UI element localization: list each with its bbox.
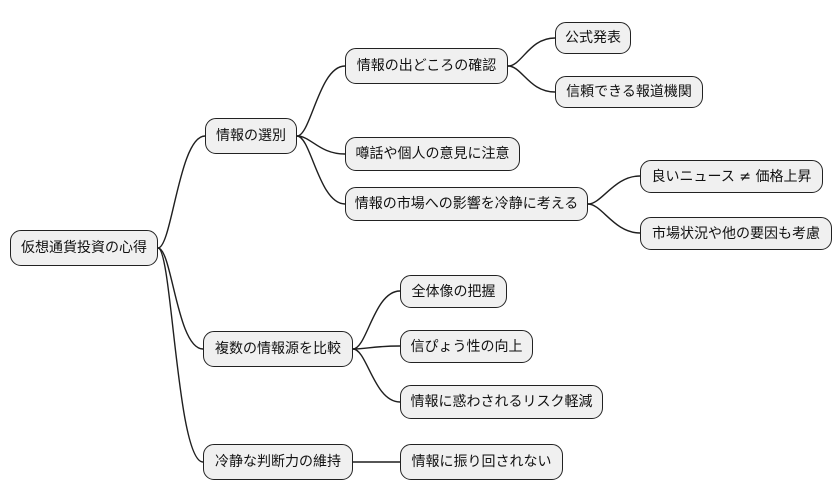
edge-info-selection-to-source-check bbox=[296, 65, 346, 137]
edge-compare-to-big-picture bbox=[352, 290, 401, 350]
edge-root-to-calm-judgment bbox=[157, 247, 204, 463]
node-market-impact: 情報の市場への影響を冷静に考える bbox=[345, 187, 588, 221]
node-credibility-up: 信ぴょう性の向上 bbox=[400, 330, 533, 363]
edge-market-impact-to-other-factors bbox=[587, 203, 641, 234]
node-other-factors: 市場状況や他の要因も考慮 bbox=[640, 217, 832, 250]
node-calm-judgment: 冷静な判断力の維持 bbox=[203, 444, 353, 480]
node-root: 仮想通貨投資の心得 bbox=[10, 230, 158, 266]
node-big-picture: 全体像の把握 bbox=[400, 275, 507, 308]
node-risk-reduction: 情報に惑わされるリスク軽減 bbox=[400, 385, 603, 419]
edge-info-selection-to-rumor-caution bbox=[296, 135, 346, 155]
node-good-news-not-price-rise: 良いニュース ≠ 価格上昇 bbox=[640, 160, 823, 193]
node-source-check: 情報の出どころの確認 bbox=[345, 48, 508, 84]
node-rumor-caution: 噂話や個人の意見に注意 bbox=[345, 137, 520, 171]
edge-info-selection-to-market-impact bbox=[296, 135, 346, 205]
edge-root-to-info-selection bbox=[157, 135, 206, 249]
edge-root-to-compare-sources bbox=[157, 247, 204, 350]
edge-market-impact-to-good-news bbox=[587, 175, 641, 205]
edge-compare-to-credibility bbox=[352, 345, 401, 350]
edge-source-check-to-trusted-media bbox=[507, 65, 556, 93]
node-compare-sources: 複数の情報源を比較 bbox=[203, 331, 353, 367]
node-official-announcement: 公式発表 bbox=[555, 22, 631, 54]
edge-compare-to-risk-reduction bbox=[352, 348, 401, 403]
node-trusted-media: 信頼できる報道機関 bbox=[555, 76, 703, 108]
node-not-swayed: 情報に振り回されない bbox=[400, 444, 563, 480]
edge-source-check-to-official bbox=[507, 37, 556, 67]
node-info-selection: 情報の選別 bbox=[205, 118, 297, 154]
